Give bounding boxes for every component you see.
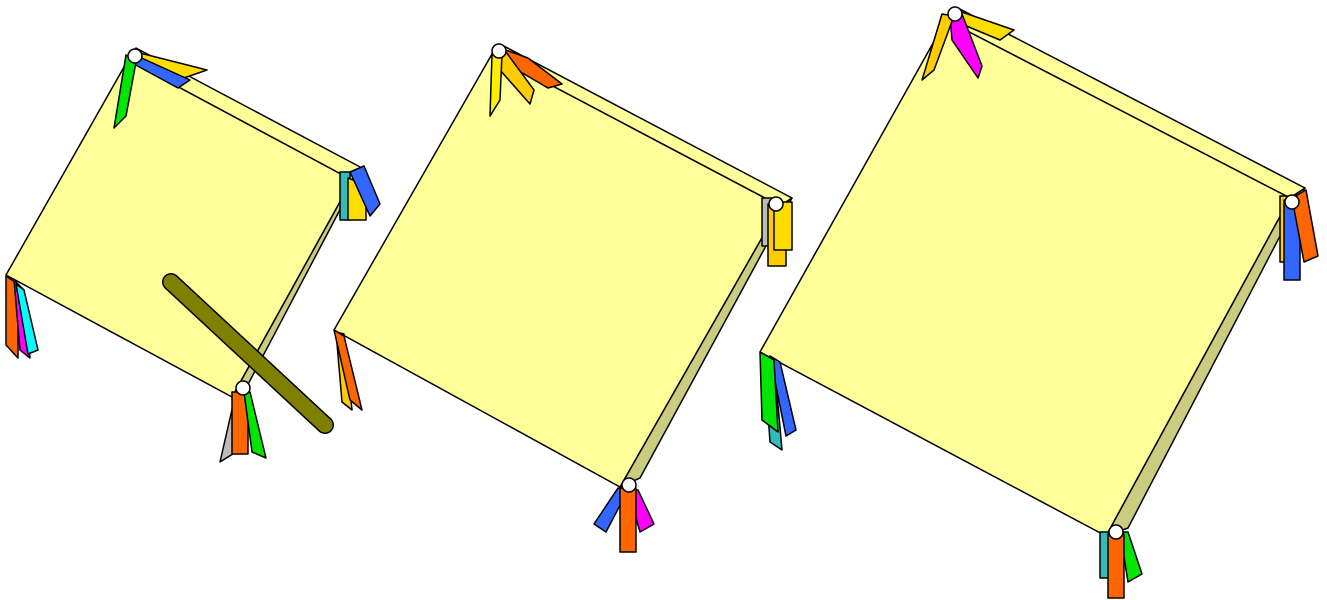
board-left-right-tags [340,166,380,220]
board-right [760,7,1318,598]
pin [128,49,142,63]
pin [1109,525,1123,539]
board-middle-face [334,54,780,487]
tag-orange [1108,534,1124,598]
board-left-face [6,60,352,397]
board-right-right-tags [1280,190,1318,280]
pin [769,197,783,211]
board-left [6,48,380,462]
board-middle-bottom-tags [594,478,654,552]
board-right-face [760,20,1290,536]
pin [236,381,250,395]
board-middle-right-tags [762,197,792,266]
pin [492,44,506,58]
board-middle [334,44,792,552]
tag-orange [620,488,636,552]
pin [622,478,636,492]
board-right-bottom-tags [1100,525,1142,598]
pin [1285,195,1299,209]
pin [948,7,962,21]
